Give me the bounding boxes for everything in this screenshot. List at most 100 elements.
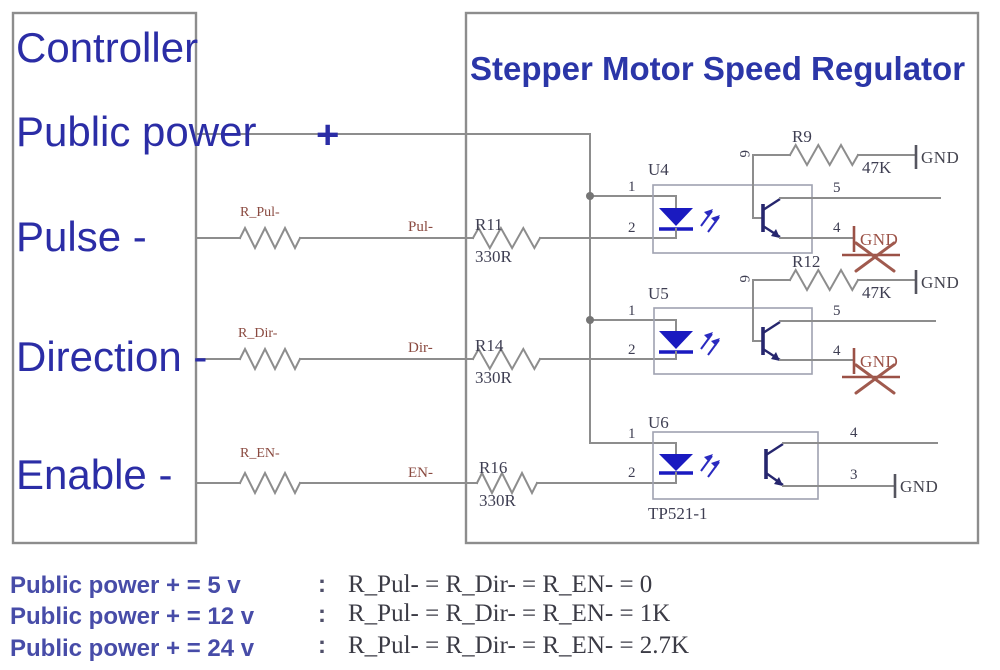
phototransistor-u6-collector (765, 442, 784, 457)
pin-label-u4-5: 5 (833, 180, 841, 196)
resistor-value-r16: 330R (479, 491, 517, 510)
opto-u5-outline (653, 307, 813, 375)
label-public-power-plus: + (316, 113, 339, 157)
pin-label-u4-6: 6 (736, 150, 752, 158)
opto-ref-u4: U4 (648, 160, 669, 179)
opto-u5 (653, 267, 936, 375)
opto-ref-u5: U5 (648, 284, 669, 303)
net-label-en: EN- (408, 465, 433, 481)
resistor-label-r11: R11 (475, 215, 503, 234)
x-cross-icon (854, 363, 896, 395)
label-enable: Enable - (16, 451, 172, 498)
opto-u6-outline (652, 431, 819, 500)
light-arrow-icon (711, 460, 720, 468)
junction-dot-u4 (586, 192, 594, 200)
note-separator-1: : (318, 571, 326, 598)
opto-u4-outline (652, 184, 813, 254)
resistor-label-r-pul: R_Pul- (240, 205, 280, 220)
note-condition-1: Public power + = 5 v (10, 572, 241, 599)
note-formula-1: R_Pul- = R_Dir- = R_EN- = 0 (348, 571, 652, 598)
emitter-arrow-icon (771, 229, 780, 238)
pin-label-u5-1: 1 (628, 303, 636, 319)
resistor-r11 (471, 225, 542, 251)
gnd-label: GND (921, 273, 959, 292)
wire-u4-pin1 (589, 195, 677, 209)
light-arrow-icon (711, 215, 720, 223)
gnd-symbol-u6-pin3: GND (893, 474, 938, 498)
pin-label-u5-4: 4 (833, 343, 841, 359)
opto-u6 (652, 431, 938, 500)
gnd-symbol-r12: GND (914, 270, 959, 294)
controller-box (11, 11, 198, 545)
phototransistor-u4-collector (762, 197, 781, 212)
pin-label-u4-2: 2 (628, 220, 636, 236)
gnd-symbol-u4-pin4-crossed: GND (842, 226, 900, 273)
resistor-label-r9: R9 (792, 127, 812, 146)
light-arrow-icon (704, 209, 713, 217)
resistor-value-r14: 330R (475, 368, 513, 387)
resistor-r-pul (238, 225, 302, 251)
pin-label-u5-6: 6 (736, 275, 752, 283)
wire-u4-base (752, 154, 762, 219)
resistor-r-dir (238, 346, 302, 372)
resistor-value-r12: 47K (862, 283, 892, 302)
led-u5 (659, 331, 693, 349)
notes-block: Public power + = 5 v : R_Pul- = R_Dir- =… (10, 571, 689, 662)
wire-u5-base (752, 279, 762, 342)
note-formula-2: R_Pul- = R_Dir- = R_EN- = 1K (348, 600, 670, 627)
emitter-arrow-icon (771, 352, 780, 361)
light-arrow-icon (711, 338, 720, 346)
resistor-label-r16: R16 (479, 458, 507, 477)
pin-label-u4-4: 4 (833, 220, 841, 236)
resistor-value-r11: 330R (475, 247, 513, 266)
pin-label-u5-5: 5 (833, 303, 841, 319)
resistor-label-r12: R12 (792, 252, 820, 271)
gnd-label: GND (860, 352, 898, 371)
net-label-pul: Pul- (408, 219, 433, 235)
regulator-box (464, 11, 980, 545)
pin-label-u6-2: 2 (628, 465, 636, 481)
label-direction: Direction - (16, 333, 207, 380)
opto-u4 (652, 142, 941, 254)
pin-label-u6-4: 4 (850, 425, 858, 441)
x-cross-icon (854, 241, 896, 273)
light-arrow-icon (704, 332, 713, 340)
resistor-r16 (475, 470, 539, 496)
opto-ref-u6: U6 (648, 413, 669, 432)
note-condition-3: Public power + = 24 v (10, 635, 255, 662)
opto-part-u6: TP521-1 (648, 504, 708, 523)
gnd-symbol-r9: GND (914, 145, 959, 169)
controller-title: Controller (16, 24, 198, 71)
phototransistor-u5-collector (762, 320, 781, 335)
pin-label-u6-3: 3 (850, 467, 858, 483)
gnd-label: GND (900, 477, 938, 496)
resistor-value-r9: 47K (862, 158, 892, 177)
pin-label-u4-1: 1 (628, 179, 636, 195)
resistor-label-r-dir: R_Dir- (238, 326, 278, 341)
gnd-symbol-u5-pin4-crossed: GND (842, 348, 900, 395)
resistor-r14 (471, 346, 542, 372)
resistor-label-r14: R14 (475, 336, 504, 355)
wire-u5-pin1 (589, 319, 677, 332)
pin-label-u5-2: 2 (628, 342, 636, 358)
note-separator-3: : (318, 632, 326, 659)
resistor-r-en (238, 470, 302, 496)
junction-dot-u5 (586, 316, 594, 324)
label-public-power: Public power (16, 108, 256, 155)
led-u4 (659, 208, 693, 226)
label-pulse: Pulse - (16, 213, 147, 260)
gnd-label: GND (921, 148, 959, 167)
gnd-label: GND (860, 230, 898, 249)
wire-u6-pin1 (589, 442, 677, 455)
resistor-r9 (788, 142, 860, 168)
note-condition-2: Public power + = 12 v (10, 603, 255, 630)
resistor-label-r-en: R_EN- (240, 446, 280, 461)
regulator-title: Stepper Motor Speed Regulator (470, 50, 965, 87)
note-separator-2: : (318, 601, 326, 628)
pin-label-u6-1: 1 (628, 426, 636, 442)
note-formula-3: R_Pul- = R_Dir- = R_EN- = 2.7K (348, 632, 689, 659)
net-label-dir: Dir- (408, 340, 433, 356)
light-arrow-icon (704, 454, 713, 462)
